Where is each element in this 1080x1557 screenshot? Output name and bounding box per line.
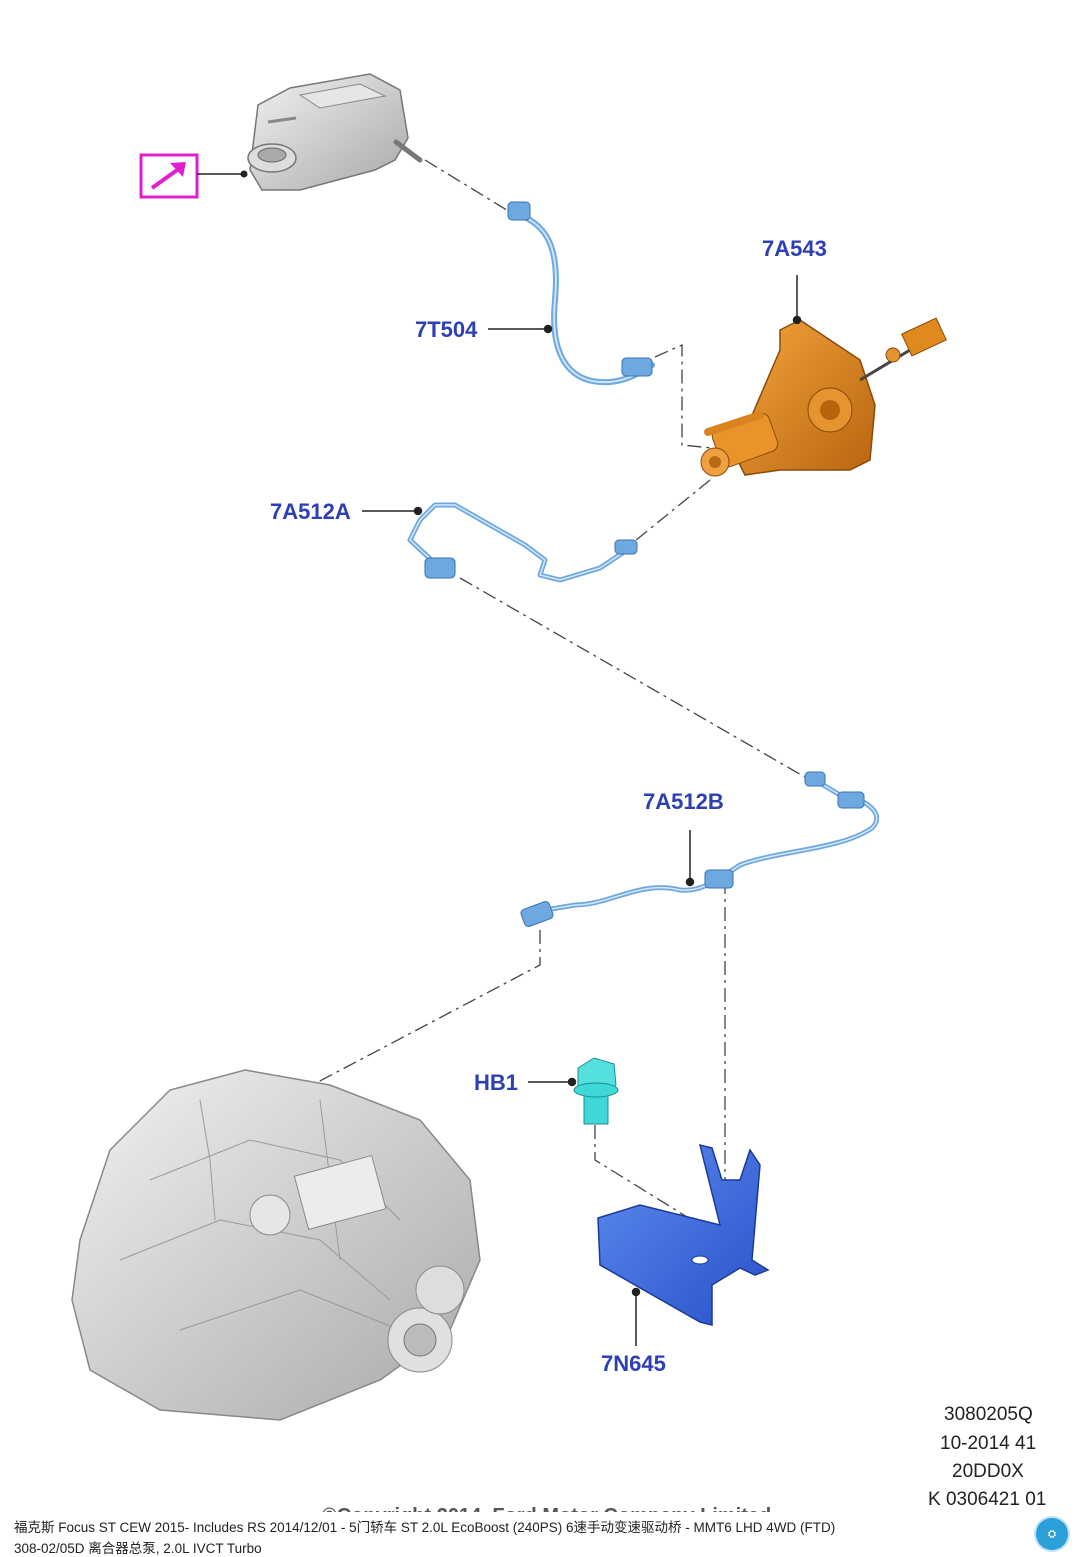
pipe-7A512A (407, 502, 638, 583)
label-HB1[interactable]: HB1 (474, 1070, 518, 1095)
diagram-code-2: 10-2014 41 (940, 1433, 1036, 1454)
vehicle-description: 福克斯 Focus ST CEW 2015- Includes RS 2014/… (14, 1520, 836, 1535)
label-7N645[interactable]: 7N645 (601, 1351, 666, 1376)
app-logo-icon[interactable]: ⛭ (1036, 1518, 1068, 1550)
hose-7A512B (520, 771, 880, 927)
section-description: 308-02/05D 离合器总泵, 2.0L IVCT Turbo (14, 1541, 262, 1556)
transmission-housing (71, 1069, 481, 1421)
hose-7T504 (507, 201, 655, 386)
assembly-guide-lines (317, 159, 811, 1265)
label-7A543[interactable]: 7A543 (762, 236, 827, 261)
bracket-7N645 (597, 1143, 770, 1326)
leader-lines (362, 275, 802, 1346)
fluid-reservoir (247, 73, 423, 191)
diagram-code-1: 3080205Q (944, 1404, 1033, 1425)
diagram-code-4: K 0306421 01 (928, 1489, 1046, 1510)
label-7T504[interactable]: 7T504 (415, 317, 478, 342)
footer-caption: 福克斯 Focus ST CEW 2015- Includes RS 2014/… (0, 1512, 1080, 1556)
label-7A512B[interactable]: 7A512B (643, 789, 724, 814)
reference-arrow-icon[interactable] (139, 153, 248, 199)
bolt-HB1 (573, 1057, 619, 1125)
label-7A512A[interactable]: 7A512A (270, 499, 351, 524)
diagram-code-3: 20DD0X (952, 1461, 1024, 1482)
clutch-master-cylinder-7A543 (700, 317, 947, 477)
